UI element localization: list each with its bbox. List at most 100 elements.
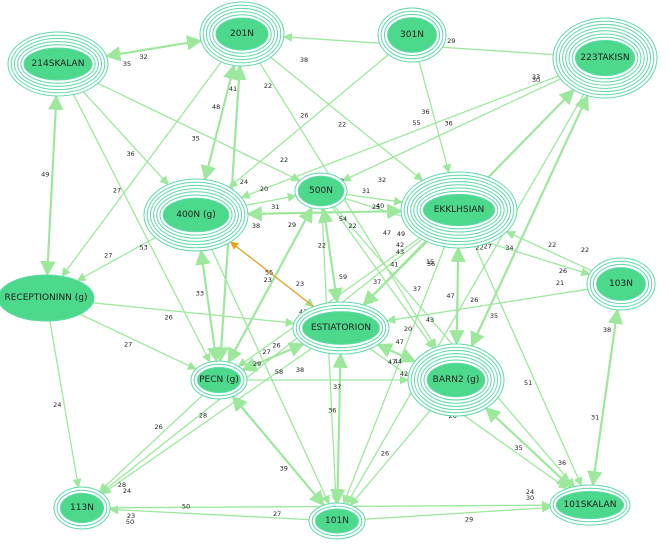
- edge-weight-label: 27: [273, 510, 281, 518]
- node-223takisn[interactable]: 223TAKISN: [552, 17, 658, 99]
- edge-weight-label: 26: [272, 341, 280, 349]
- node-label: 214SKALAN: [32, 59, 85, 69]
- edge-weight-label: 36: [444, 120, 452, 128]
- node-ring: [153, 188, 239, 242]
- edge-weight-label: 38: [296, 366, 304, 374]
- node-214skalan[interactable]: 214SKALAN: [7, 31, 109, 97]
- edge-weight-label: 31: [271, 203, 279, 211]
- node-pecng[interactable]: PECN (g): [190, 360, 248, 400]
- node-barn2g[interactable]: BARN2 (g): [407, 343, 505, 417]
- node-ring: [568, 33, 642, 83]
- edge-103n-to-ekklhsian: [505, 230, 593, 272]
- node-ring: [586, 257, 656, 311]
- edge-weight-label: 32: [139, 53, 147, 61]
- edge-weight-label: 33: [532, 73, 540, 81]
- edge-weight-label: 36: [558, 459, 566, 467]
- node-receptioninng[interactable]: RECEPTIONINN (g): [0, 274, 95, 322]
- edge-weight-label: 35: [515, 444, 523, 452]
- node-ring: [555, 20, 655, 96]
- edge-weight-label: 35: [490, 312, 498, 320]
- node-ring: [410, 181, 508, 239]
- node-ring: [413, 184, 505, 236]
- node-400ng[interactable]: 400N (g): [143, 178, 249, 252]
- edge-weight-label: 15: [426, 258, 434, 266]
- edge-weight-label: 26: [559, 267, 567, 275]
- edge-weight-label: 23: [127, 512, 135, 520]
- node-ring: [199, 1, 285, 67]
- edge-500n-to-estiatorion: [317, 207, 343, 304]
- edge-weight-label: 39: [280, 464, 288, 472]
- edge-weight-label: 33: [196, 290, 204, 298]
- node-ring: [400, 171, 518, 249]
- node-101n[interactable]: 101N: [308, 502, 366, 540]
- edge-301n-to-400ng: [228, 54, 389, 188]
- edge-weight-label: 26: [164, 314, 172, 322]
- node-ring: [311, 505, 363, 537]
- node-ring: [558, 23, 652, 93]
- edge-201n-to-400ng: [200, 63, 239, 181]
- edge-weight-label: 42: [400, 370, 408, 378]
- edge-weight-label: 24: [240, 178, 248, 186]
- edge-weight-label: 27: [124, 341, 132, 349]
- edge-214skalan-to-400ng: [82, 91, 169, 186]
- node-ring: [416, 187, 502, 233]
- edge-labels-layer: 3249355336482222222729553627342736263154…: [41, 37, 611, 526]
- edge-weight-label: 22: [280, 156, 288, 164]
- node-label: 500N: [309, 186, 333, 196]
- edge-barn2g-to-101skalan: [484, 407, 573, 489]
- edge-weight-label: 20: [404, 325, 412, 333]
- edge-pecng-to-113n: [98, 394, 203, 493]
- edge-weight-label: 35: [192, 134, 200, 142]
- node-101skalan[interactable]: 101SKALAN: [549, 484, 631, 526]
- edge-weight-label: 29: [288, 221, 296, 229]
- edge-estiatorion-to-101n: [329, 352, 348, 505]
- node-label: 201N: [230, 29, 254, 39]
- edge-weight-label: 22: [476, 244, 484, 252]
- node-ring: [202, 4, 282, 64]
- edge-weight-label: 29: [465, 516, 473, 524]
- edge-weight-label: 50: [126, 518, 134, 526]
- edge-weight-label: 20: [260, 185, 268, 193]
- node-core: [422, 193, 496, 227]
- edges-layer: [40, 32, 624, 521]
- node-201n[interactable]: 201N: [199, 1, 285, 67]
- edge-barn2g-to-101n: [349, 409, 431, 506]
- edge-weight-label: 21: [556, 279, 564, 287]
- edge-weight-label: 28: [118, 481, 126, 489]
- edge-weight-label: 43: [396, 248, 404, 256]
- edge-weight-label: 26: [381, 449, 389, 457]
- node-estiatorion[interactable]: ESTIATORION: [292, 301, 390, 355]
- edge-weight-label: 31: [362, 187, 370, 195]
- edge-weight-label: 38: [300, 56, 308, 64]
- node-ring: [292, 301, 390, 355]
- edge-103n-to-estiatorion: [386, 288, 588, 325]
- node-103n[interactable]: 103N: [586, 257, 656, 311]
- node-ekklhsian[interactable]: EKKLHSIAN: [400, 171, 518, 249]
- edge-weight-label: 54: [339, 215, 347, 223]
- node-301n[interactable]: 301N: [377, 7, 447, 63]
- node-core: [302, 311, 380, 345]
- node-core: [297, 175, 345, 207]
- dashed-edge: [270, 56, 423, 181]
- edge-500n-to-ekklhsian: [346, 193, 404, 206]
- node-core: [596, 267, 646, 301]
- edge-500n-to-barn2g: [331, 206, 434, 350]
- edge-101n-to-113n: [108, 505, 310, 521]
- edge-weight-label: 24: [53, 401, 61, 409]
- edge-weight-label: 22: [338, 120, 346, 128]
- node-ring: [205, 7, 279, 61]
- edge-weight-label: 28: [199, 411, 207, 419]
- edge-214skalan-to-pecng: [72, 94, 211, 363]
- node-500n[interactable]: 500N: [294, 172, 348, 210]
- node-113n[interactable]: 113N: [53, 486, 111, 530]
- edge-weight-label: 30: [532, 76, 540, 84]
- edge-weight-label: 22: [548, 241, 556, 249]
- edge-223takisn-to-500n: [341, 78, 561, 182]
- node-core: [574, 39, 636, 77]
- edge-weight-label: 47: [396, 338, 404, 346]
- edge-estiatorion-to-113n: [101, 347, 312, 495]
- edge-weight-label: 37: [413, 285, 421, 293]
- node-label: 223TAKISN: [580, 53, 629, 63]
- edge-weight-label: 55: [412, 119, 420, 127]
- edge-weight-label: 41: [229, 85, 237, 93]
